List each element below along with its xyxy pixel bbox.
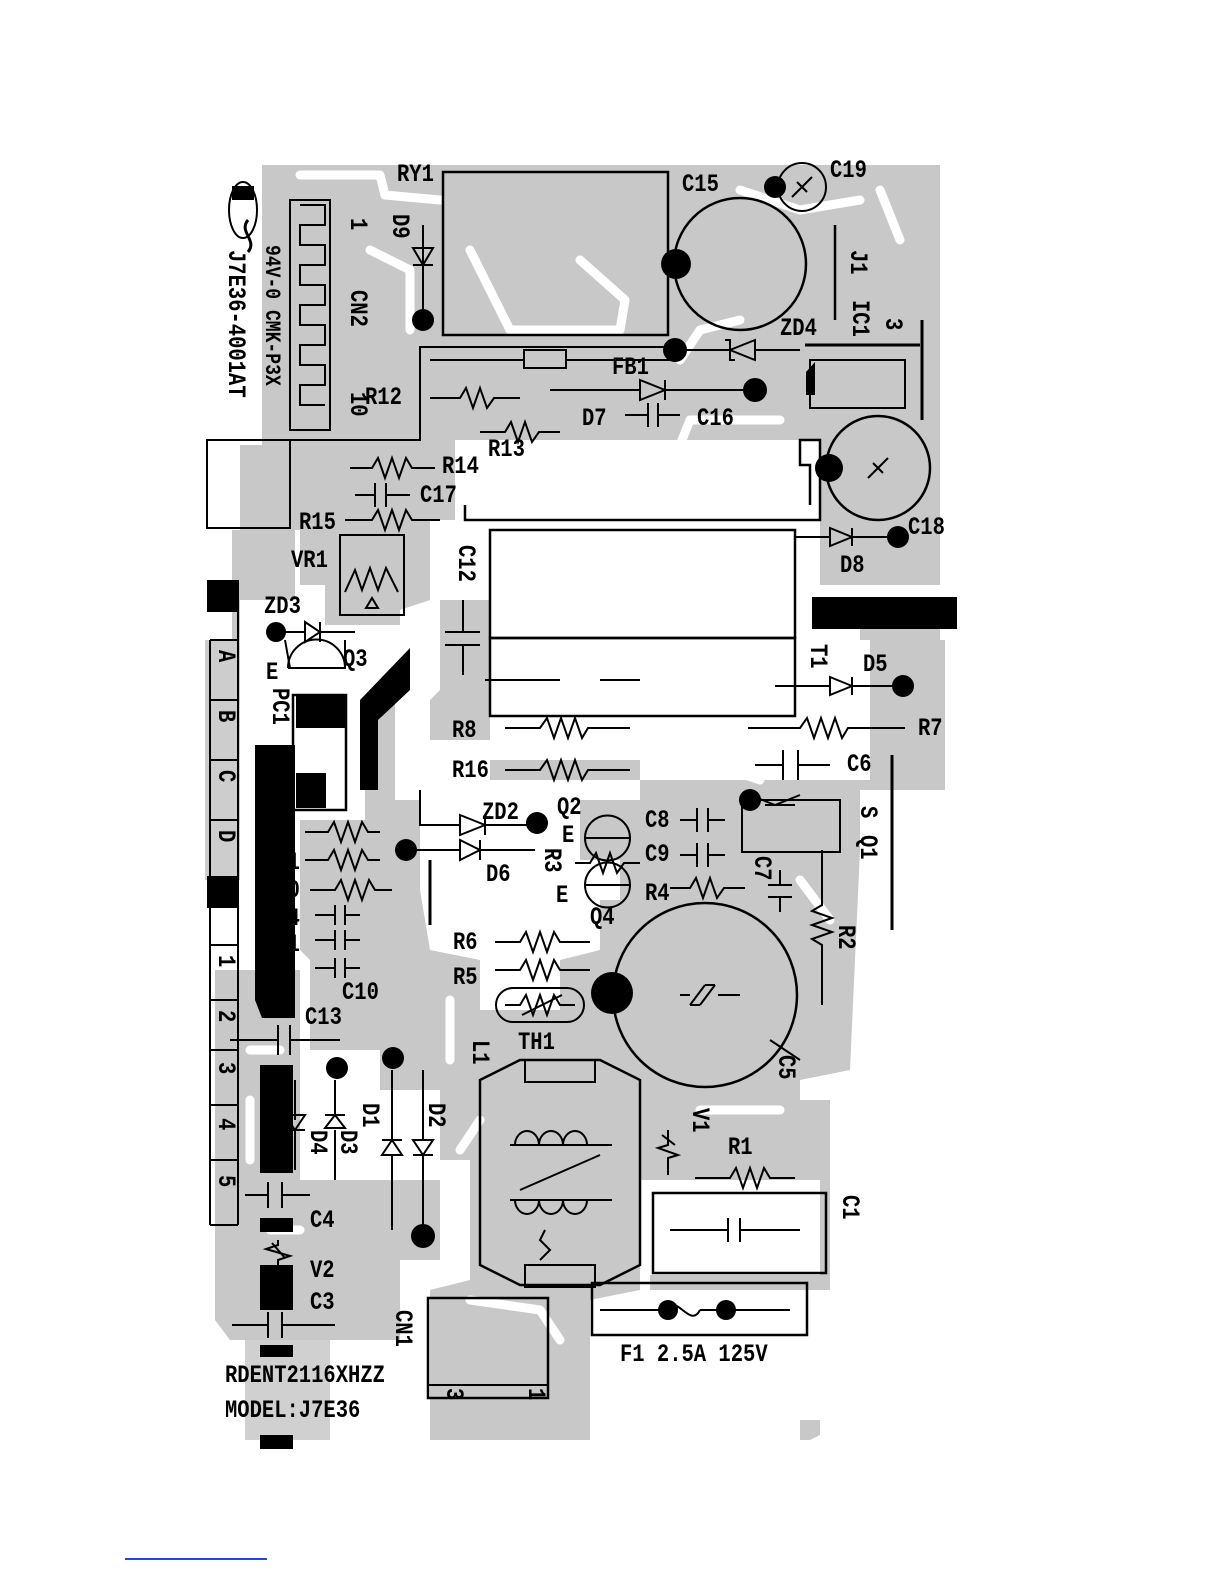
model-code-text: RDENT2116XHZZ: [225, 1361, 385, 1390]
label-r2: R2: [831, 925, 860, 950]
label-c3: C3: [310, 1288, 335, 1317]
label-fuse-rating: F1 2.5A 125V: [620, 1340, 768, 1369]
label-c4: C4: [310, 1206, 335, 1235]
solder-pads: [207, 176, 957, 1449]
label-r10: R10: [263, 876, 300, 905]
label-c6: C6: [847, 750, 872, 779]
label-c1: C1: [835, 1195, 864, 1220]
label-c15: C15: [682, 170, 719, 199]
label-conn-1: 1: [211, 955, 240, 968]
label-r11: R11: [263, 848, 300, 877]
label-j1: J1: [843, 250, 872, 275]
label-c12: C12: [451, 545, 480, 582]
ink: [206, 162, 932, 1400]
label-d8: D8: [840, 551, 865, 580]
label-c8: C8: [645, 806, 670, 835]
label-c9: C9: [645, 840, 670, 869]
label-r8: R8: [452, 716, 477, 745]
pcb-grade-text: 94V-0 CMK-P3X: [259, 245, 284, 386]
label-r4: R4: [645, 879, 670, 908]
label-c14: C14: [263, 904, 300, 933]
label-q1-s: S: [853, 806, 882, 819]
label-d5: D5: [863, 650, 888, 679]
label-c10: C10: [342, 978, 379, 1007]
label-q4-e: E: [556, 881, 569, 910]
label-th1: TH1: [518, 1028, 555, 1057]
label-q2-e: E: [562, 821, 575, 850]
label-conn-2: 2: [211, 1010, 240, 1023]
label-conn-c: C: [211, 770, 240, 783]
label-c13: C13: [305, 1003, 342, 1032]
label-vr1: VR1: [291, 546, 328, 575]
label-v1: V1: [685, 1108, 714, 1133]
label-pc1: PC1: [265, 688, 294, 725]
label-c7: C7: [747, 856, 776, 881]
label-q1: Q1: [853, 835, 882, 860]
label-conn-5: 5: [211, 1175, 240, 1188]
label-t1: T1: [803, 644, 832, 669]
label-l1: L1: [465, 1040, 494, 1065]
track-clearance: [245, 170, 905, 1415]
label-conn-b: B: [211, 710, 240, 723]
label-r16: R16: [452, 756, 489, 785]
label-r5: R5: [453, 963, 478, 992]
label-d3: D3: [333, 1130, 362, 1155]
label-ry1: RY1: [397, 160, 434, 189]
label-zd3: ZD3: [264, 592, 301, 621]
label-q2: Q2: [557, 793, 582, 822]
label-cn2: CN2: [343, 290, 372, 327]
label-conn-a: A: [211, 650, 240, 663]
label-r9: R9: [263, 820, 288, 849]
label-d6: D6: [486, 860, 511, 889]
label-r1: R1: [728, 1133, 753, 1162]
label-conn-3: 3: [211, 1062, 240, 1075]
label-r12: R12: [365, 383, 402, 412]
label-conn-4: 4: [211, 1118, 240, 1131]
label-q4: Q4: [590, 903, 615, 932]
label-r15: R15: [299, 508, 336, 537]
label-r6: R6: [453, 928, 478, 957]
label-zd2: ZD2: [482, 798, 519, 827]
footer-rule: [125, 1558, 267, 1560]
logo-marks: [228, 181, 258, 253]
label-cn1-pin3: 3: [439, 1388, 468, 1401]
label-c19: C19: [830, 156, 867, 185]
label-cn1: CN1: [388, 1310, 417, 1347]
label-v2: V2: [310, 1256, 335, 1285]
label-c17: C17: [420, 481, 457, 510]
label-fb1: FB1: [612, 353, 649, 382]
label-d9: D9: [385, 214, 414, 239]
label-cn2-pin1: 1: [343, 218, 372, 231]
label-cn2-pin10: 10: [343, 392, 372, 417]
label-ic1: IC1: [845, 300, 874, 337]
pcb-id-text: J7E36-4001AT: [221, 250, 250, 398]
label-r14: R14: [442, 452, 479, 481]
label-d4: D4: [303, 1130, 332, 1155]
label-cn1-pin1: 1: [521, 1388, 550, 1401]
label-conn-d: D: [211, 830, 240, 843]
model-text: MODEL:J7E36: [225, 1396, 361, 1425]
label-ic1-pin3: 3: [878, 318, 907, 331]
label-r7: R7: [918, 714, 943, 743]
label-c18: C18: [908, 513, 945, 542]
label-d1: D1: [355, 1103, 384, 1128]
label-c5: C5: [771, 1055, 800, 1080]
label-q3: Q3: [343, 645, 368, 674]
label-r13: R13: [488, 435, 525, 464]
label-q3-e: E: [266, 658, 279, 687]
label-zd4: ZD4: [780, 314, 817, 343]
label-d7: D7: [582, 404, 607, 433]
label-c11: C11: [263, 930, 300, 959]
label-r3: R3: [537, 848, 566, 873]
label-d2: D2: [421, 1103, 450, 1128]
label-c16: C16: [697, 404, 734, 433]
